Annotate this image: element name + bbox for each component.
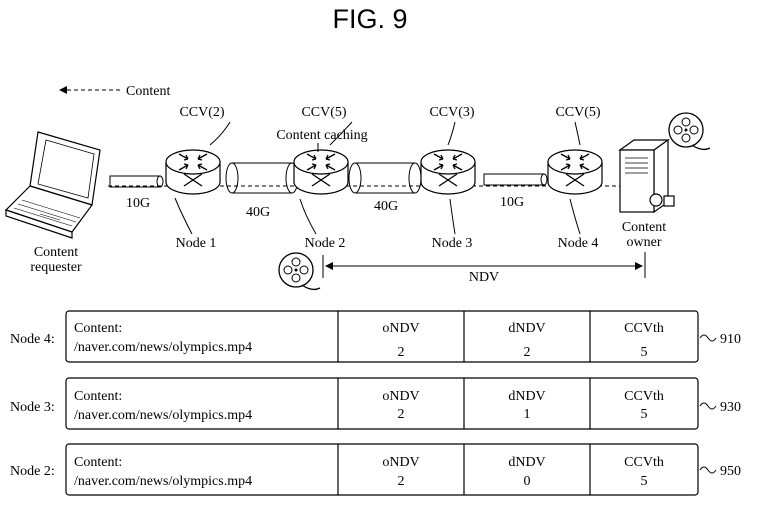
dndv-header: dNDV [508, 455, 545, 470]
table-node-2: Node 2: Content: /naver.com/news/olympic… [10, 443, 741, 496]
content-label: Content: [74, 321, 122, 336]
ondv-value: 2 [398, 345, 405, 360]
link-label-3: 40G [374, 199, 398, 214]
node-name-3: Node 3 [432, 236, 473, 251]
ref-squiggle [699, 466, 717, 474]
dndv-header: dNDV [508, 321, 545, 336]
requester-label-line-1: Content [34, 245, 78, 260]
content-caching-label: Content caching [276, 128, 367, 143]
table-node-4: Node 4: Content: /naver.com/news/olympic… [10, 310, 741, 363]
link-10g-right [483, 173, 548, 186]
ccvth-value: 5 [641, 345, 648, 360]
dndv-header: dNDV [508, 389, 545, 404]
legend-label: Content [126, 84, 170, 99]
ondv-header: oNDV [382, 455, 419, 470]
content-label: Content: [74, 455, 122, 470]
ref-squiggle [699, 334, 717, 342]
ondv-value: 2 [398, 474, 405, 489]
laptop-icon [4, 131, 101, 239]
node-name-4: Node 4 [558, 236, 599, 251]
ndv-label: NDV [469, 270, 499, 285]
content-path: /naver.com/news/olympics.mp4 [74, 408, 252, 423]
requester-label-line-2: requester [30, 260, 82, 275]
ref-number: 930 [720, 400, 741, 415]
ccv-label-node-3: CCV(3) [429, 105, 474, 120]
link-40g-right [348, 162, 422, 194]
owner-label-line-2: owner [627, 235, 662, 250]
dndv-value: 1 [524, 407, 531, 422]
server-icon [618, 138, 675, 214]
table-node-3: Node 3: Content: /naver.com/news/olympic… [10, 377, 741, 430]
owner-label-line-1: Content [622, 220, 666, 235]
ondv-value: 2 [398, 407, 405, 422]
dndv-value: 2 [524, 345, 531, 360]
link-40g-left [225, 162, 299, 194]
ref-number: 910 [720, 332, 741, 347]
router-node-4 [547, 149, 603, 195]
dndv-value: 0 [524, 474, 531, 489]
ccvth-header: CCVth [624, 321, 664, 336]
film-reel-icon-node-2 [278, 252, 321, 291]
content-path: /naver.com/news/olympics.mp4 [74, 474, 252, 489]
link-label-4: 10G [500, 195, 524, 210]
table-row-label: Node 2: [10, 464, 55, 479]
node-name-2: Node 2 [305, 236, 346, 251]
ccvth-header: CCVth [624, 389, 664, 404]
link-label-1: 10G [126, 196, 150, 211]
router-node-3 [420, 149, 476, 195]
table-row-label: Node 3: [10, 400, 55, 415]
ccv-label-node-4: CCV(5) [555, 105, 600, 120]
ondv-header: oNDV [382, 389, 419, 404]
router-node-2 [293, 149, 349, 195]
content-path: /naver.com/news/olympics.mp4 [74, 340, 252, 355]
ondv-header: oNDV [382, 321, 419, 336]
node-name-1: Node 1 [176, 236, 217, 251]
table-row-label: Node 4: [10, 332, 55, 347]
film-reel-icon-owner [668, 112, 711, 151]
ccv-label-node-2: CCV(5) [301, 105, 346, 120]
ccvth-value: 5 [641, 407, 648, 422]
ccvth-value: 5 [641, 474, 648, 489]
ref-number: 950 [720, 464, 741, 479]
link-10g-left [109, 175, 164, 188]
content-label: Content: [74, 389, 122, 404]
ccv-label-node-1: CCV(2) [179, 105, 224, 120]
figure-title: FIG. 9 [332, 4, 407, 34]
router-node-1 [165, 149, 221, 195]
ccvth-header: CCVth [624, 455, 664, 470]
link-label-2: 40G [246, 205, 270, 220]
ref-squiggle [699, 402, 717, 410]
